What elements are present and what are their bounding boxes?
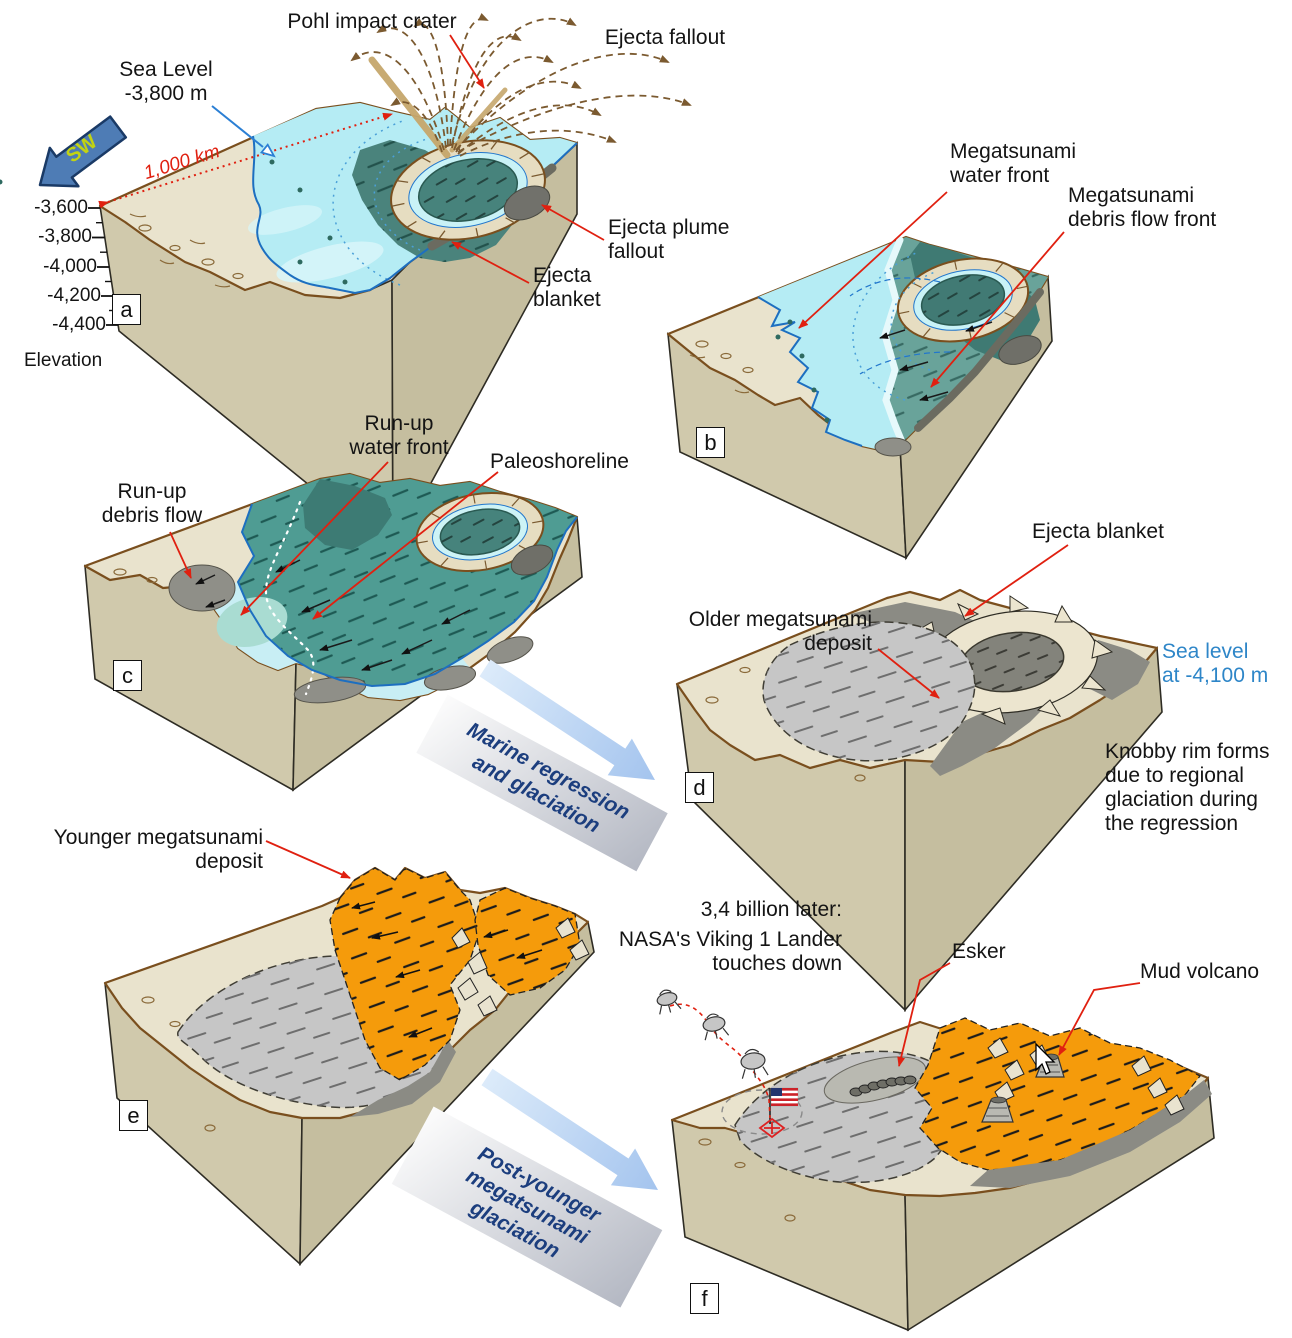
label-runup-debris-flow: Run-up debris flow bbox=[101, 480, 203, 528]
label-pohl-impact-crater: Pohl impact crater bbox=[287, 10, 457, 33]
label-mud-volcano: Mud volcano bbox=[1140, 960, 1260, 983]
label-sea-level-d: Sea level at -4,100 m bbox=[1162, 640, 1269, 688]
panel-letter-e: e bbox=[119, 1100, 148, 1131]
label-elevation: Elevation bbox=[24, 350, 103, 371]
panel-letter-a: a bbox=[112, 294, 141, 325]
label-esker: Esker bbox=[952, 940, 1006, 963]
panel-letter-b: b bbox=[696, 427, 725, 458]
label-younger-deposit: Younger megatsunami deposit bbox=[53, 826, 263, 874]
elev-tick-1: -3,800 bbox=[38, 226, 92, 247]
label-sea-level-a: Sea Level -3,800 m bbox=[119, 58, 213, 106]
elev-tick-3: -4,200 bbox=[47, 285, 101, 306]
label-runup-water-front: Run-up water front bbox=[349, 412, 449, 460]
label-nasa-viking: NASA's Viking 1 Lander touches down bbox=[618, 928, 842, 976]
label-ejecta-plume-fallout: Ejecta plume fallout bbox=[608, 216, 730, 264]
label-ejecta-blanket-d: Ejecta blanket bbox=[1032, 520, 1164, 543]
panel-letter-c: c bbox=[113, 660, 142, 691]
label-ejecta-fallout: Ejecta fallout bbox=[604, 26, 726, 49]
panel-b-illustration bbox=[666, 235, 1053, 561]
label-knobby-rim: Knobby rim forms due to regional glaciat… bbox=[1105, 740, 1270, 836]
label-ejecta-blanket-a: Ejecta blanket bbox=[533, 264, 601, 312]
panel-e-illustration bbox=[103, 866, 595, 1267]
panel-c-illustration bbox=[83, 472, 583, 792]
label-megatsunami-water-front: Megatsunami water front bbox=[950, 140, 1077, 188]
label-billion-later: 3,4 billion later: bbox=[700, 898, 842, 921]
elev-tick-0: -3,600 bbox=[34, 197, 88, 218]
panel-f-illustration bbox=[656, 989, 1215, 1332]
panel-letter-f: f bbox=[690, 1283, 719, 1314]
label-paleoshoreline: Paleoshoreline bbox=[490, 450, 629, 473]
panel-d-illustration bbox=[675, 588, 1163, 1013]
panel-letter-d: d bbox=[685, 772, 714, 803]
label-megatsunami-debris-front: Megatsunami debris flow front bbox=[1068, 184, 1217, 232]
label-older-deposit: Older megatsunami deposit bbox=[688, 608, 872, 656]
elev-tick-4: -4,400 bbox=[52, 314, 106, 335]
elev-tick-2: -4,000 bbox=[43, 256, 97, 277]
